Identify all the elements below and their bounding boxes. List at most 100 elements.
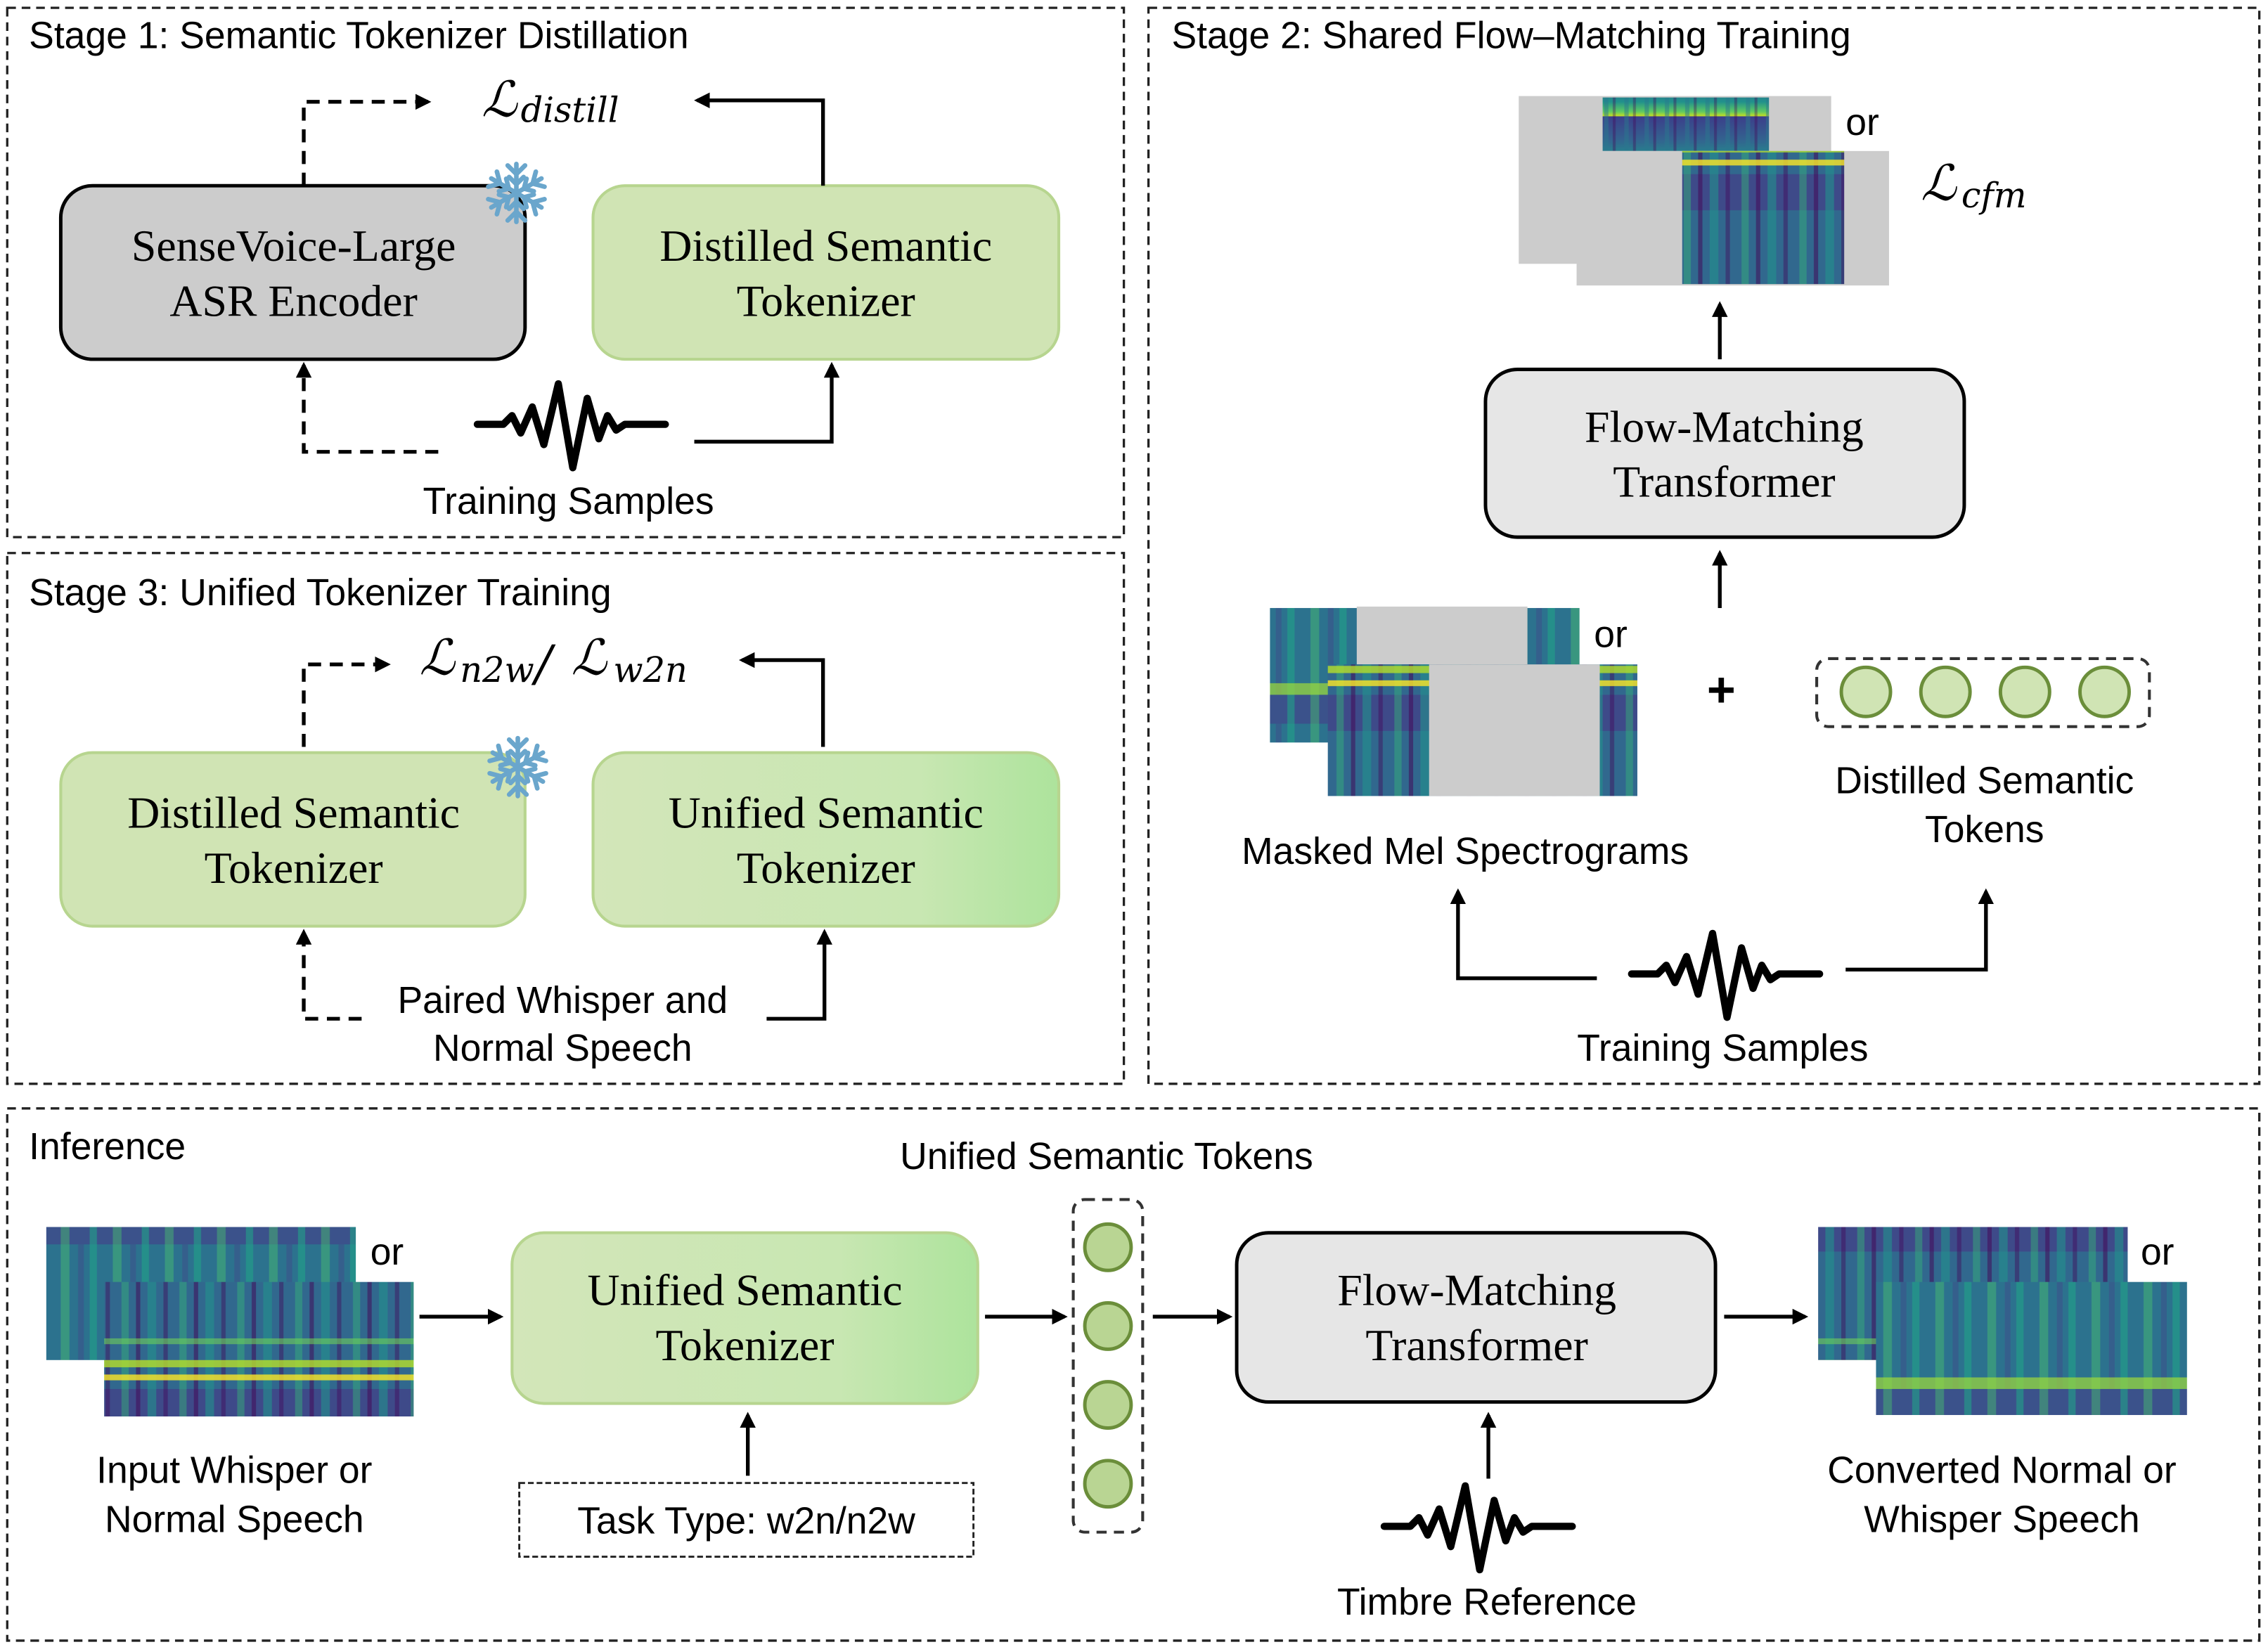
task-type-label: Task Type: w2n/n2w [577, 1501, 915, 1542]
unified-tokens-label: Unified Semantic Tokens [900, 1136, 1313, 1177]
model-line1: Flow-Matching [1585, 401, 1864, 451]
distilled-tokenizer-box [591, 184, 1061, 361]
tokenizer-line1: Unified Semantic [588, 1265, 903, 1315]
loss-a-symbol: ℒ [420, 630, 456, 687]
encoder-line2: ASR Encoder [169, 276, 417, 325]
stage3-panel: Stage 3: Unified Tokenizer Training ℒ n2… [6, 552, 1126, 1085]
or-label: or [1594, 614, 1628, 655]
teacher-line2: Tokenizer [205, 843, 383, 893]
token-circle [1083, 1459, 1133, 1509]
waveform-icon [1632, 934, 1819, 1017]
stage3-input-line1: Paired Whisper and [397, 980, 728, 1021]
stage2-border [1147, 6, 2261, 1085]
mask-region [1356, 606, 1528, 665]
waveform-icon [477, 384, 665, 467]
samples-to-encoder-arrow [295, 361, 439, 454]
stage2-input-label: Training Samples [1577, 1028, 1868, 1069]
flow-matching-transformer-box [1483, 368, 1966, 539]
masked-mel-label: Masked Mel Spectrograms [1242, 831, 1689, 872]
token-circle [1083, 1380, 1133, 1430]
unified-tokenizer-box [591, 751, 1061, 928]
unified-token-sequence [1071, 1198, 1145, 1534]
teacher-to-loss-arrow [302, 656, 391, 747]
output-label-line2: Whisper Speech [1864, 1499, 2139, 1541]
loss-symbol: ℒ [1921, 155, 1957, 212]
stage1-loss: ℒ distill [482, 71, 619, 130]
distilled-tokenizer-teacher-box [59, 751, 527, 928]
speech-to-teacher-arrow [295, 929, 362, 1021]
stage2-loss: ℒ cfm [1921, 155, 2026, 216]
model-line1: Flow-Matching [1337, 1265, 1616, 1315]
samples-to-tokenizer-arrow [694, 361, 840, 444]
spectrogram-image [1682, 150, 1845, 285]
distilled-token-sequence [1815, 657, 2151, 728]
inference-title: Inference [29, 1126, 186, 1168]
or-label: or [1845, 102, 1879, 143]
loss-separator: / [531, 635, 556, 692]
stage2-panel: Stage 2: Shared Flow–Matching Training o… [1147, 6, 2261, 1085]
stage1-title: Stage 1: Semantic Tokenizer Distillation [29, 15, 688, 57]
predicted-mel-spectrograms [1519, 96, 1889, 286]
loss-subscript: distill [521, 90, 619, 131]
input-spectrograms [46, 1227, 414, 1417]
encoder-line1: SenseVoice-Large [131, 221, 456, 271]
or-label: or [2141, 1232, 2174, 1273]
plus-sign: + [1707, 662, 1736, 717]
spectrogram-image [104, 1281, 414, 1417]
samples-to-mel-arrow [1450, 888, 1597, 981]
inference-border [6, 1107, 2261, 1642]
samples-to-tokens-arrow [1845, 888, 1995, 971]
stage1-input-label: Training Samples [423, 481, 714, 522]
timbre-waveform-icon [1384, 1486, 1572, 1570]
output-spectrograms [1818, 1227, 2187, 1415]
input-label-line2: Normal Speech [105, 1499, 364, 1541]
input-label-line1: Input Whisper or [96, 1450, 372, 1492]
token-group-border [1815, 657, 2151, 728]
mask-region [1429, 664, 1600, 796]
stage1-border [6, 6, 1126, 538]
loss-b-subscript: w2n [613, 650, 687, 690]
teacher-line1: Distilled Semantic [127, 788, 460, 838]
token-circle [1919, 665, 1972, 718]
loss-symbol: ℒ [482, 71, 518, 128]
inference-panel: Inference Unified Semantic Tokens or Inp… [6, 1107, 2261, 1642]
stage3-border [6, 552, 1126, 1085]
or-label: or [371, 1232, 404, 1273]
masked-mel-spectrograms [1270, 606, 1637, 796]
spectrogram-image [1876, 1281, 2187, 1415]
unified-tokenizer-box [510, 1231, 979, 1405]
student-line1: Unified Semantic [669, 788, 984, 838]
stage2-title: Stage 2: Shared Flow–Matching Training [1171, 15, 1850, 57]
flow-matching-transformer-box [1235, 1231, 1718, 1404]
model-line2: Transformer [1613, 457, 1835, 507]
tokenizer-line2: Tokenizer [737, 276, 915, 325]
tokenizer-line1: Distilled Semantic [659, 221, 992, 271]
timbre-label: Timbre Reference [1337, 1582, 1637, 1623]
token-circle [1998, 665, 2051, 718]
tokens-label-line2: Tokens [1925, 809, 2044, 851]
task-type-box [518, 1482, 975, 1558]
loss-subscript: cfm [1961, 175, 2027, 216]
sensevoice-encoder-box [58, 183, 527, 361]
token-circle [1839, 665, 1893, 718]
tokenizer-to-loss-arrow [694, 92, 825, 186]
stage1-panel: Stage 1: Semantic Tokenizer Distillation… [6, 6, 1126, 538]
student-to-loss-arrow [738, 652, 825, 747]
stage3-title: Stage 3: Unified Tokenizer Training [29, 572, 612, 614]
loss-b-symbol: ℒ [572, 630, 608, 687]
token-circle [2078, 665, 2131, 718]
stage3-input-line2: Normal Speech [433, 1028, 692, 1069]
spectrogram-image [1602, 97, 1770, 151]
encoder-to-loss-arrow [302, 93, 432, 186]
token-circle [1083, 1301, 1133, 1351]
token-group-border [1071, 1198, 1145, 1534]
stage3-loss: ℒ n2w / ℒ w2n [420, 630, 688, 692]
speech-to-student-arrow [766, 929, 832, 1021]
tokens-label-line1: Distilled Semantic [1835, 760, 2134, 801]
tokenizer-line2: Tokenizer [656, 1320, 835, 1370]
student-line2: Tokenizer [737, 843, 915, 893]
model-line2: Transformer [1365, 1320, 1587, 1370]
loss-a-subscript: n2w [460, 650, 534, 690]
output-label-line1: Converted Normal or [1827, 1450, 2176, 1492]
